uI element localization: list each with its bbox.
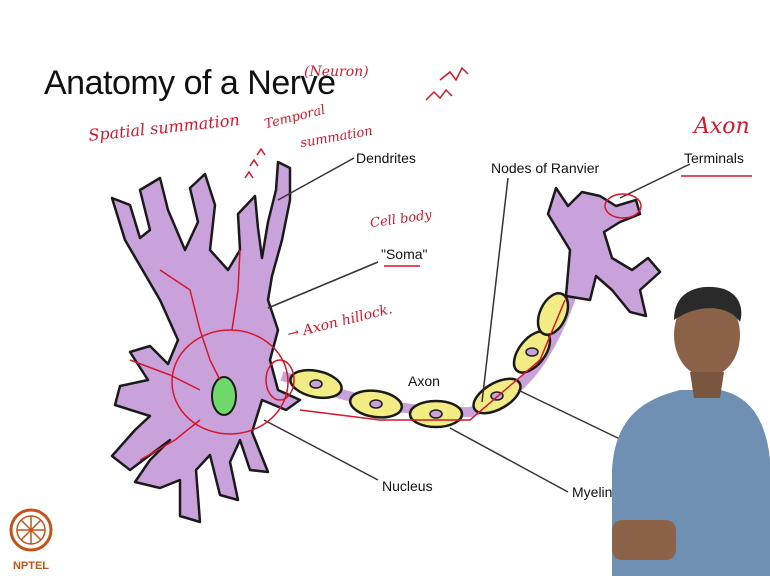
nptel-emblem-icon — [6, 500, 56, 560]
nptel-logo: NPTEL — [6, 500, 56, 576]
nptel-logo-text: NPTEL — [6, 560, 56, 572]
